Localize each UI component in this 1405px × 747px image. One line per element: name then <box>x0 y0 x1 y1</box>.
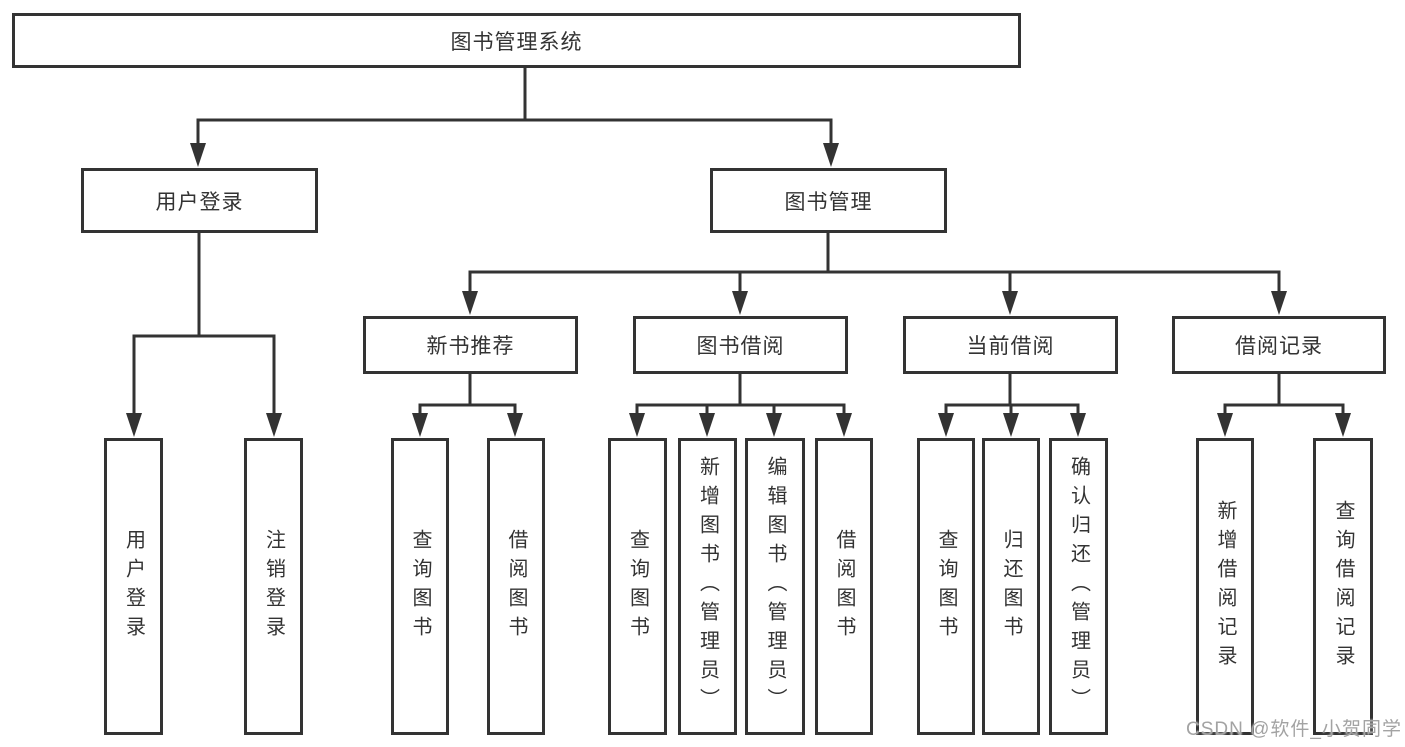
leaf-return-books: 归还图书 <box>982 438 1040 735</box>
leaf-edit-books-admin: 编辑图书（管理员） <box>745 438 805 735</box>
node-new-book-recommend: 新书推荐 <box>363 316 578 374</box>
node-book-management: 图书管理 <box>710 168 947 233</box>
leaf-user-login: 用户登录 <box>104 438 163 735</box>
leaf-query-borrow-record: 查询借阅记录 <box>1313 438 1373 735</box>
leaf-add-books-admin: 新增图书（管理员） <box>678 438 737 735</box>
leaf-borrow-books-2: 借阅图书 <box>815 438 873 735</box>
leaf-query-books-2: 查询图书 <box>608 438 667 735</box>
node-borrow-records: 借阅记录 <box>1172 316 1386 374</box>
leaf-query-books-1: 查询图书 <box>391 438 449 735</box>
leaf-confirm-return-admin: 确认归还（管理员） <box>1049 438 1108 735</box>
node-root: 图书管理系统 <box>12 13 1021 68</box>
leaf-logout: 注销登录 <box>244 438 303 735</box>
node-current-borrow: 当前借阅 <box>903 316 1118 374</box>
node-book-borrow: 图书借阅 <box>633 316 848 374</box>
node-user-login: 用户登录 <box>81 168 318 233</box>
leaf-borrow-books-1: 借阅图书 <box>487 438 545 735</box>
csdn-watermark: CSDN @软件_小贺同学 <box>1186 719 1402 740</box>
leaf-add-borrow-record: 新增借阅记录 <box>1196 438 1254 735</box>
leaf-query-books-3: 查询图书 <box>917 438 975 735</box>
